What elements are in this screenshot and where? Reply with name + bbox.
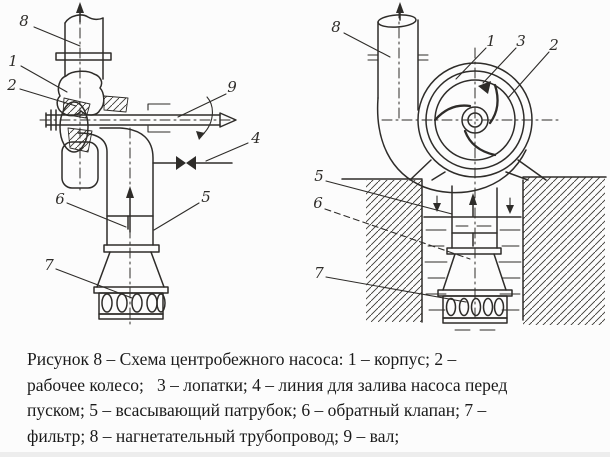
bearing-bracket-bottom xyxy=(147,125,171,133)
left-view-labels: 8 1 2 9 4 6 5 7 xyxy=(6,12,261,299)
flow-up-arrowhead xyxy=(76,2,84,13)
leader-7 xyxy=(55,268,133,299)
discharge-pipe xyxy=(55,2,112,191)
leader-6 xyxy=(324,208,471,260)
caption-line: Рисунок 8 – Схема центробежного насоса: … xyxy=(27,349,457,369)
caption-line: фильтр; 8 – нагнетательный трубопровод; … xyxy=(27,425,400,446)
pipe-flange-ticks xyxy=(367,54,429,61)
leader-5 xyxy=(153,202,200,231)
caption-line: рабочее колесо; 3 – лопатки; 4 – линия д… xyxy=(27,374,508,395)
pump-schematic-drawing: 8 1 2 9 4 6 5 7 xyxy=(6,2,607,331)
left-label-9: 9 xyxy=(227,78,237,96)
rotation-arrowhead xyxy=(196,131,205,140)
flow-up-arrowhead xyxy=(469,193,477,205)
leader-1 xyxy=(20,65,68,93)
housing-lower-body xyxy=(61,141,99,189)
pump-leg-left xyxy=(409,159,446,181)
level-arrowhead-right xyxy=(506,205,514,214)
right-label-3: 3 xyxy=(516,32,526,50)
left-label-1: 1 xyxy=(8,52,18,70)
suction-pipe xyxy=(77,127,154,325)
casing-wall-section-hatch xyxy=(104,96,128,112)
volute-spiral xyxy=(376,97,527,194)
left-label-5: 5 xyxy=(201,188,211,206)
left-label-6: 6 xyxy=(55,190,65,208)
rotation-arrowhead xyxy=(478,81,491,94)
bearing-bracket-top xyxy=(147,103,171,111)
level-arrowhead-left xyxy=(433,203,441,212)
strainer xyxy=(93,286,169,320)
valve-icon-left xyxy=(176,156,186,170)
leader-4 xyxy=(205,142,249,162)
leader-5 xyxy=(325,180,453,215)
left-label-7: 7 xyxy=(44,256,54,274)
left-label-8: 8 xyxy=(19,12,29,30)
right-label-2: 2 xyxy=(548,36,559,54)
suction-flange-front xyxy=(446,247,502,255)
leader-8 xyxy=(343,32,391,58)
flow-arrowhead xyxy=(126,186,134,198)
leader-2 xyxy=(19,88,77,107)
impeller-blade xyxy=(463,129,497,157)
priming-line xyxy=(152,156,233,170)
left-view: 8 1 2 9 4 6 5 7 xyxy=(6,2,261,325)
pump-leg-right xyxy=(505,159,547,181)
funnel-front xyxy=(442,253,507,291)
page-bottom-strip xyxy=(0,452,610,457)
right-label-1: 1 xyxy=(486,32,496,50)
pipe-opening xyxy=(377,14,417,28)
left-label-2: 2 xyxy=(6,76,17,94)
right-label-7: 7 xyxy=(314,264,324,282)
impeller xyxy=(381,47,559,323)
funnel xyxy=(96,251,165,288)
figure-caption: Рисунок 8 – Схема центробежного насоса: … xyxy=(27,347,593,449)
ground-hatch-right xyxy=(523,177,605,325)
right-view: 8 1 3 2 5 6 7 xyxy=(313,2,607,331)
ground-hatch-left xyxy=(366,180,422,322)
leader-1 xyxy=(455,47,487,80)
check-valve-front xyxy=(451,232,498,247)
impeller-blade xyxy=(433,104,472,122)
strainer-front xyxy=(437,289,513,324)
valve-icon-right xyxy=(186,156,196,170)
well-water xyxy=(423,216,522,331)
impeller-section-hatch xyxy=(63,98,90,118)
caption-line: пуском; 5 – всасывающий патрубок; 6 – об… xyxy=(27,400,487,420)
suction-flange xyxy=(103,244,160,253)
flow-up-arrowhead xyxy=(396,2,404,13)
check-valve xyxy=(106,215,154,230)
right-view-labels: 8 1 3 2 5 6 7 xyxy=(313,18,559,303)
pump-housing xyxy=(56,70,129,189)
leader-8 xyxy=(33,26,81,47)
right-label-5: 5 xyxy=(314,167,324,185)
leader-3 xyxy=(482,47,517,84)
left-label-4: 4 xyxy=(250,129,261,147)
right-label-8: 8 xyxy=(331,18,341,36)
leader-6 xyxy=(66,202,127,228)
leader-7 xyxy=(325,276,467,303)
leader-2 xyxy=(507,51,550,99)
impeller-blade xyxy=(488,83,499,125)
right-label-6: 6 xyxy=(313,194,323,212)
leader-9 xyxy=(177,93,227,118)
pump-shaft xyxy=(39,96,241,140)
discharge-pipe-front xyxy=(367,2,429,119)
